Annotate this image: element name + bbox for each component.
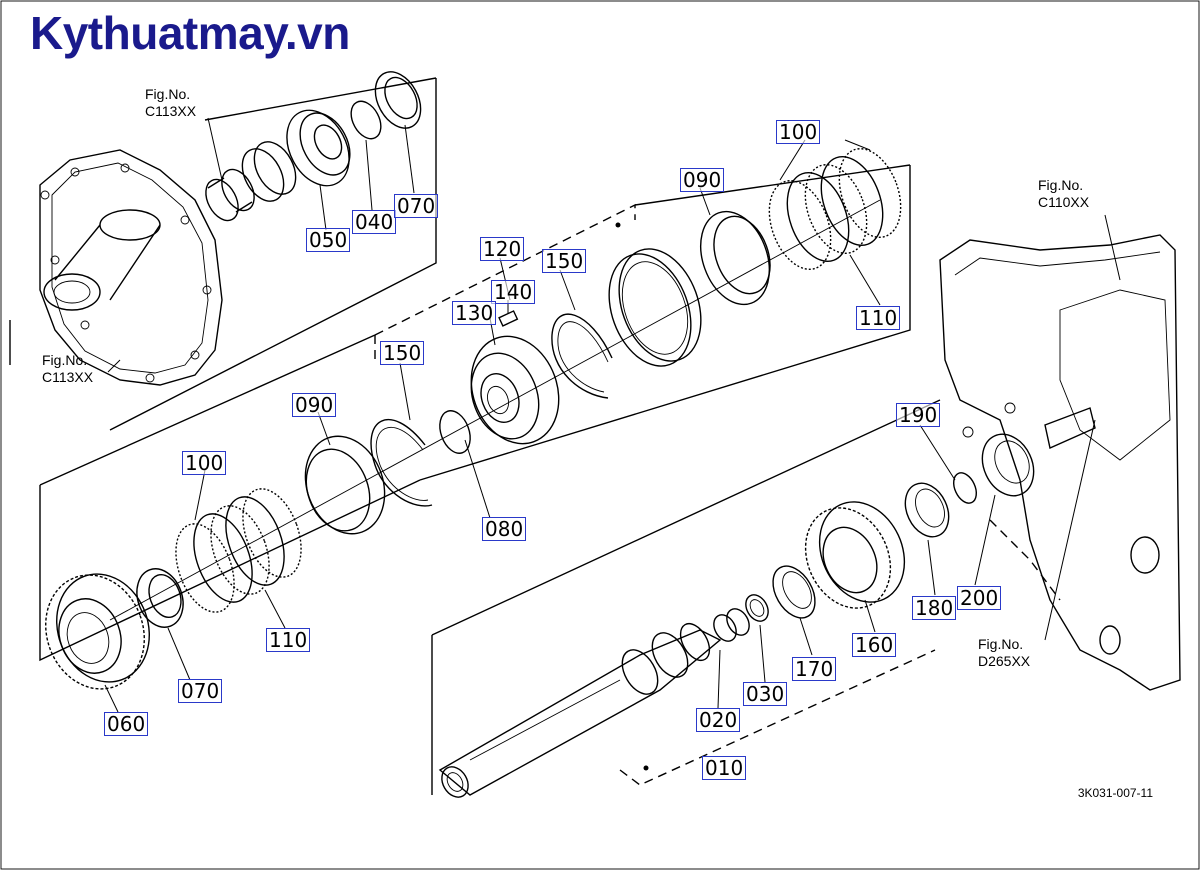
figure-ref-label: Fig.No.	[978, 636, 1024, 652]
gear-160	[804, 501, 906, 609]
callout-050[interactable]: 050	[306, 228, 351, 252]
callout-100-right[interactable]: 100	[776, 120, 821, 144]
snap-ring-150-left	[370, 419, 433, 507]
callout-070-left[interactable]: 070	[178, 679, 223, 703]
callout-120[interactable]: 120	[480, 237, 525, 261]
needle-bearing-upper	[241, 141, 297, 202]
collar-upper	[205, 168, 255, 222]
figure-ref-d265[interactable]: Fig.No. D265XX	[978, 636, 1030, 670]
callout-060[interactable]: 060	[104, 712, 149, 736]
callout-080[interactable]: 080	[482, 517, 527, 541]
callout-150-right[interactable]: 150	[542, 249, 587, 273]
callout-100-left[interactable]: 100	[182, 451, 227, 475]
callout-020[interactable]: 020	[696, 708, 741, 732]
snap-ring-080	[439, 410, 471, 454]
housing-cover-upper	[39, 149, 223, 386]
shift-sleeve	[608, 248, 702, 367]
callout-130[interactable]: 130	[452, 301, 497, 325]
snap-ring-150-right	[551, 313, 613, 399]
figure-ref-c113-top[interactable]: Fig.No. C113XX	[145, 86, 196, 120]
callout-140[interactable]: 140	[491, 280, 536, 304]
figure-ref-label: Fig.No.	[145, 86, 191, 102]
snap-ring-190	[952, 472, 978, 504]
callout-090-left[interactable]: 090	[292, 393, 337, 417]
callout-090-right[interactable]: 090	[680, 168, 725, 192]
gear-060	[45, 573, 150, 690]
figure-ref-number: C110XX	[1038, 194, 1090, 210]
callout-190[interactable]: 190	[896, 403, 941, 427]
callout-160[interactable]: 160	[852, 633, 897, 657]
callout-010[interactable]: 010	[702, 756, 747, 780]
snap-ring-040	[350, 100, 382, 140]
callout-070-upper[interactable]: 070	[394, 194, 439, 218]
bearing-200	[981, 433, 1035, 497]
site-watermark: Kythuatmay.vn	[30, 7, 350, 59]
collar-020	[713, 608, 750, 642]
bearing-180	[904, 482, 950, 538]
callout-180[interactable]: 180	[912, 596, 957, 620]
main-shaft-010	[438, 622, 722, 798]
callout-110-left[interactable]: 110	[266, 628, 311, 652]
bearing-050	[286, 109, 351, 187]
figure-ref-c113-left[interactable]: Fig.No. C113XX	[42, 352, 93, 386]
callout-200[interactable]: 200	[957, 586, 1002, 610]
clutch-pack-right	[768, 148, 902, 270]
synchronizer-090-right	[700, 210, 771, 306]
figure-ref-number: D265XX	[978, 653, 1031, 669]
synchronizer-090-left	[304, 435, 386, 535]
figure-ref-number: C113XX	[42, 369, 94, 385]
callout-110-right[interactable]: 110	[856, 306, 901, 330]
callout-030[interactable]: 030	[743, 682, 788, 706]
figure-ref-label: Fig.No.	[1038, 177, 1084, 193]
callout-170[interactable]: 170	[792, 657, 837, 681]
figure-ref-number: C113XX	[145, 103, 197, 119]
clutch-pack-left	[175, 488, 302, 613]
bearing-070-left	[136, 568, 184, 628]
key-140	[498, 310, 519, 327]
figure-ref-c110[interactable]: Fig.No. C110XX	[1038, 177, 1089, 211]
callout-150-left[interactable]: 150	[380, 341, 425, 365]
figure-ref-label: Fig.No.	[42, 352, 88, 368]
oil-seal-070-upper	[374, 71, 422, 129]
ring-170	[772, 565, 816, 619]
ring-030	[745, 594, 769, 622]
synchronizer-hub-130	[470, 335, 560, 445]
drawing-code: 3K031-007-11	[1077, 786, 1153, 800]
transmission-case	[939, 234, 1181, 691]
callout-040[interactable]: 040	[352, 210, 397, 234]
